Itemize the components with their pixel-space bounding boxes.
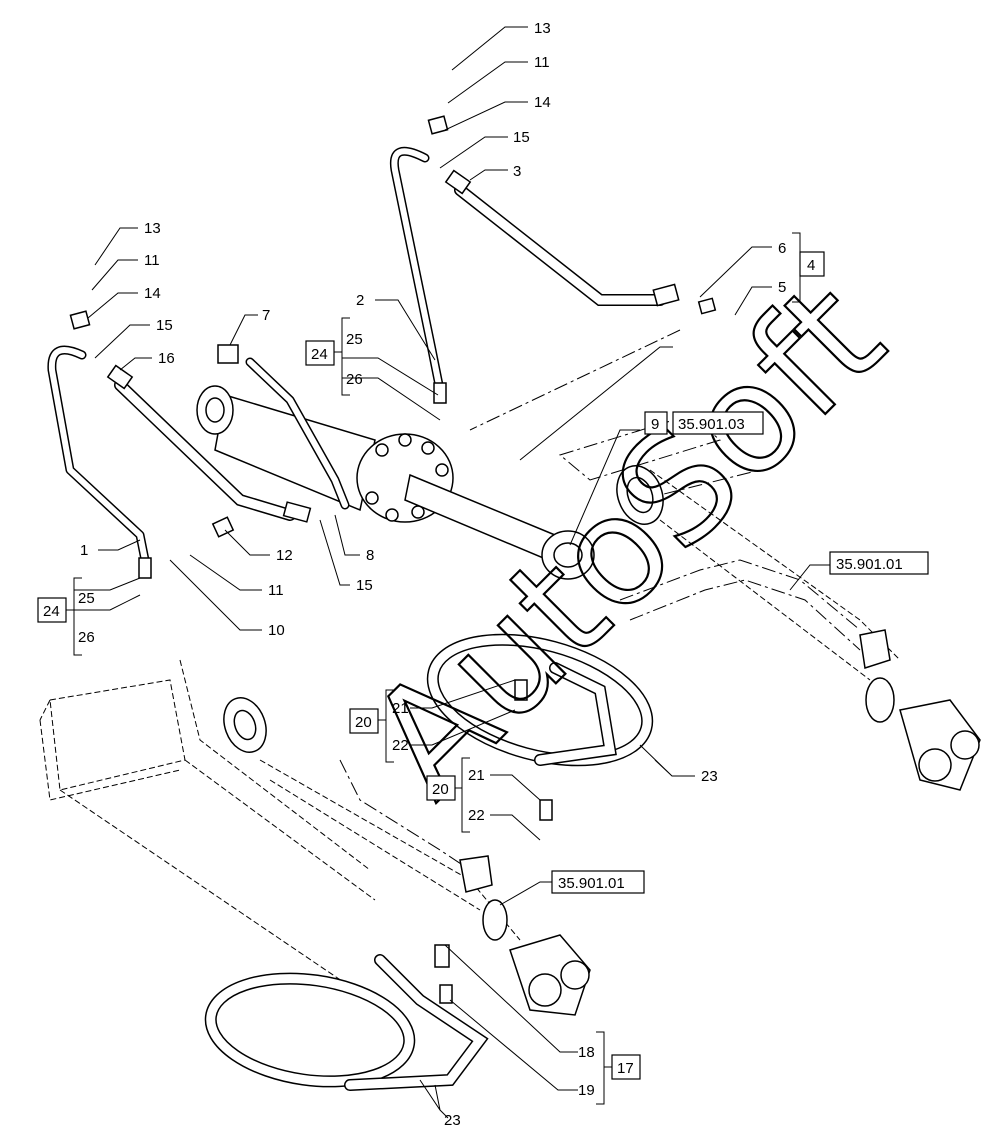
lift-arm-right	[616, 465, 981, 791]
hose-3	[454, 184, 666, 306]
callout-10: 10	[268, 622, 285, 639]
cylinder-pipe-7	[245, 357, 350, 510]
callout-13-upper: 13	[534, 20, 551, 37]
callout-15-mid: 15	[356, 577, 373, 594]
ref-17: 17	[617, 1060, 634, 1077]
ref-9: 9	[651, 416, 659, 433]
callout-22-b: 22	[468, 807, 485, 824]
boxed-references	[37, 251, 929, 1080]
callout-21-a: 21	[392, 700, 409, 717]
callout-11-upper: 11	[534, 54, 550, 71]
ref-35-901-01-lower: 35.901.01	[558, 875, 625, 892]
ref-24-upper: 24	[311, 346, 328, 363]
fittings	[69, 115, 717, 1004]
callout-12: 12	[276, 547, 293, 564]
callout-5: 5	[778, 279, 786, 296]
callout-26-lower: 26	[78, 629, 95, 646]
callout-21-b: 21	[468, 767, 485, 784]
callout-2: 2	[356, 292, 364, 309]
callout-6: 6	[778, 240, 786, 257]
ref-35-901-01-upper: 35.901.01	[836, 556, 903, 573]
callout-7: 7	[262, 307, 270, 324]
callout-23-lower: 23	[444, 1112, 461, 1129]
callout-22-a: 22	[392, 737, 409, 754]
pipe-1	[47, 345, 150, 565]
phantom-frame-lower	[39, 659, 376, 1001]
ref-24-lower: 24	[43, 603, 60, 620]
callout-19: 19	[578, 1082, 595, 1099]
ref-4: 4	[807, 257, 815, 274]
callout-14-left: 14	[144, 285, 161, 302]
callout-26-upper: 26	[346, 371, 363, 388]
callout-25-upper: 25	[346, 331, 363, 348]
pipe-2	[389, 146, 445, 395]
callout-8: 8	[366, 547, 374, 564]
hoses-23-lower	[204, 954, 489, 1091]
callout-15-left: 15	[156, 317, 173, 334]
callout-25-lower: 25	[78, 590, 95, 607]
callout-15-upper: 15	[513, 129, 530, 146]
hoses-23-upper	[426, 633, 654, 767]
callout-14-upper: 14	[534, 94, 551, 111]
callout-16: 16	[158, 350, 175, 367]
callout-11-mid: 11	[268, 582, 284, 599]
hose-16	[114, 379, 296, 521]
callout-18: 18	[578, 1044, 595, 1061]
lift-arm-left	[223, 697, 591, 1016]
ref-20-b: 20	[432, 781, 449, 798]
callout-3: 3	[513, 163, 521, 180]
callout-1: 1	[80, 542, 88, 559]
watermark-text: AutoSoft	[338, 251, 917, 830]
callout-11-left: 11	[144, 252, 160, 269]
callout-numbers: 13 11 14 15 3 6 5 2 25 26 13 11 14 15 16…	[43, 20, 903, 1129]
callout-13-left: 13	[144, 220, 161, 237]
leader-lines	[74, 26, 830, 1119]
ref-20-a: 20	[355, 714, 372, 731]
ref-35-901-03: 35.901.03	[678, 416, 745, 433]
callout-23-upper: 23	[701, 768, 718, 785]
